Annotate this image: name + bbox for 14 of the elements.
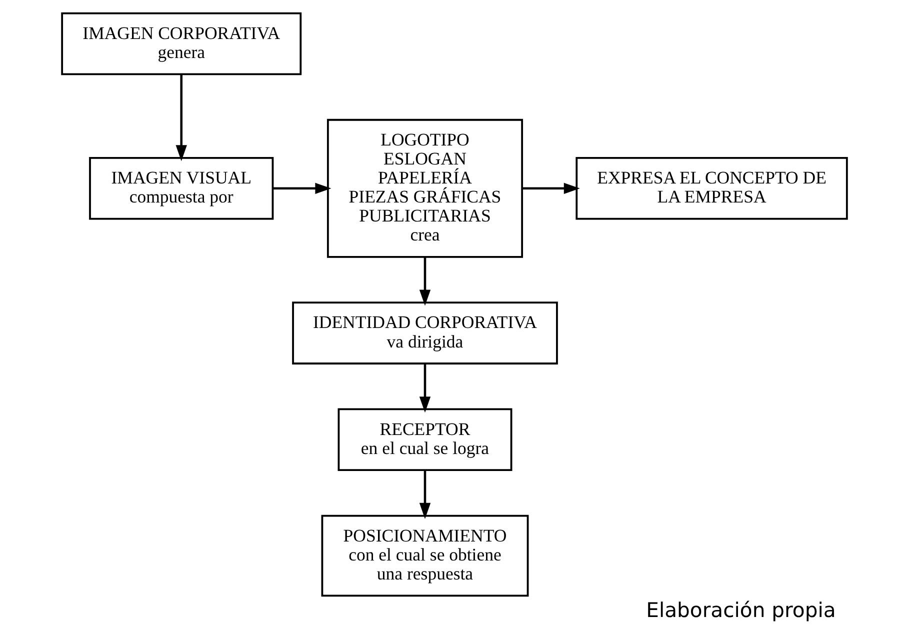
- arrow: [418, 364, 430, 413]
- arrow: [175, 74, 186, 162]
- node-box: IMAGEN VISUAL compuesta por: [88, 156, 274, 220]
- arrow: [272, 182, 331, 194]
- node-box: LOGOTIPO ESLOGAN PAPELERÍA PIEZAS GRÁFICAS PUBLICITARIAS crea: [326, 118, 523, 258]
- node-box: POSICIONAMIENTO con el cual se obtiene una respuesta: [320, 514, 528, 597]
- arrow: [418, 470, 430, 519]
- node-box: IMAGEN CORPORATIVA genera: [60, 12, 302, 76]
- arrow: [418, 256, 430, 306]
- caption: Elaboración propia: [646, 598, 836, 622]
- arrow: [522, 182, 580, 194]
- node-box: RECEPTOR en el cual se logra: [337, 408, 512, 472]
- node-box: IDENTIDAD CORPORATIVA va dirigida: [292, 302, 558, 364]
- node-box: EXPRESA EL CONCEPTO DE LA EMPRESA: [575, 156, 848, 220]
